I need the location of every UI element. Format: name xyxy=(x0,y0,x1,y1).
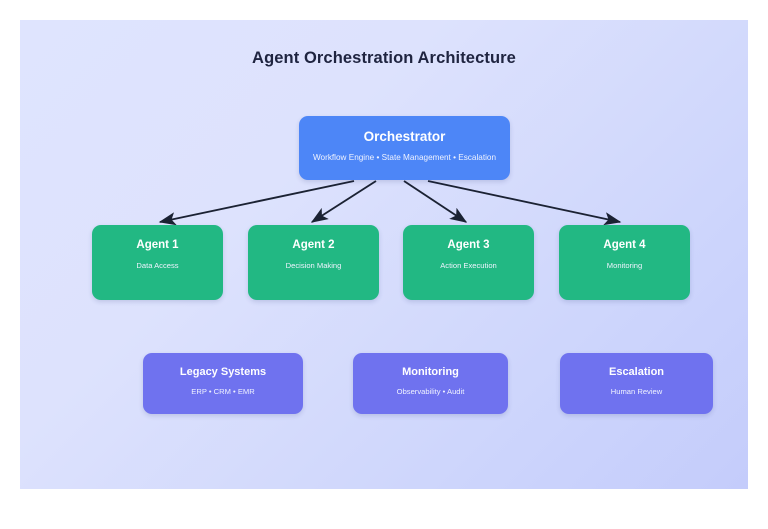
connector-orchestrator-to-agent-4 xyxy=(427,180,622,226)
connector-orchestrator-to-agent-3 xyxy=(403,180,468,223)
node-agent-1-subtitle: Data Access xyxy=(136,260,179,270)
diagram-panel: Agent Orchestration Architecture Orchest… xyxy=(20,20,748,489)
connector-orchestrator-to-agent-1 xyxy=(158,180,355,226)
node-monitoring[interactable]: Monitoring Observability • Audit xyxy=(353,353,508,414)
node-escalation[interactable]: Escalation Human Review xyxy=(560,353,713,414)
node-monitoring-subtitle: Observability • Audit xyxy=(396,387,465,397)
node-agent-3[interactable]: Agent 3 Action Execution xyxy=(403,225,534,300)
node-agent-3-title: Agent 3 xyxy=(447,239,490,251)
node-agent-2-title: Agent 2 xyxy=(292,239,335,251)
node-orchestrator-title: Orchestrator xyxy=(363,129,446,144)
node-legacy-systems-subtitle: ERP • CRM • EMR xyxy=(191,387,255,397)
node-agent-1-title: Agent 1 xyxy=(136,239,179,251)
node-agent-4-title: Agent 4 xyxy=(603,239,646,251)
node-orchestrator[interactable]: Orchestrator Workflow Engine • State Man… xyxy=(299,116,510,180)
node-orchestrator-subtitle: Workflow Engine • State Management • Esc… xyxy=(312,153,497,163)
node-agent-4-subtitle: Monitoring xyxy=(606,260,643,270)
connector-orchestrator-to-agent-2 xyxy=(310,180,377,223)
node-legacy-systems[interactable]: Legacy Systems ERP • CRM • EMR xyxy=(143,353,303,414)
node-agent-3-subtitle: Action Execution xyxy=(440,260,497,270)
node-agent-2[interactable]: Agent 2 Decision Making xyxy=(248,225,379,300)
node-monitoring-title: Monitoring xyxy=(402,366,459,378)
node-escalation-title: Escalation xyxy=(608,366,665,378)
node-escalation-subtitle: Human Review xyxy=(610,387,663,397)
node-legacy-systems-title: Legacy Systems xyxy=(179,366,267,378)
page-title: Agent Orchestration Architecture xyxy=(252,49,516,67)
node-agent-4[interactable]: Agent 4 Monitoring xyxy=(559,225,690,300)
diagram-canvas: Agent Orchestration Architecture Orchest… xyxy=(20,20,748,489)
node-agent-1[interactable]: Agent 1 Data Access xyxy=(92,225,223,300)
node-agent-2-subtitle: Decision Making xyxy=(285,260,342,270)
